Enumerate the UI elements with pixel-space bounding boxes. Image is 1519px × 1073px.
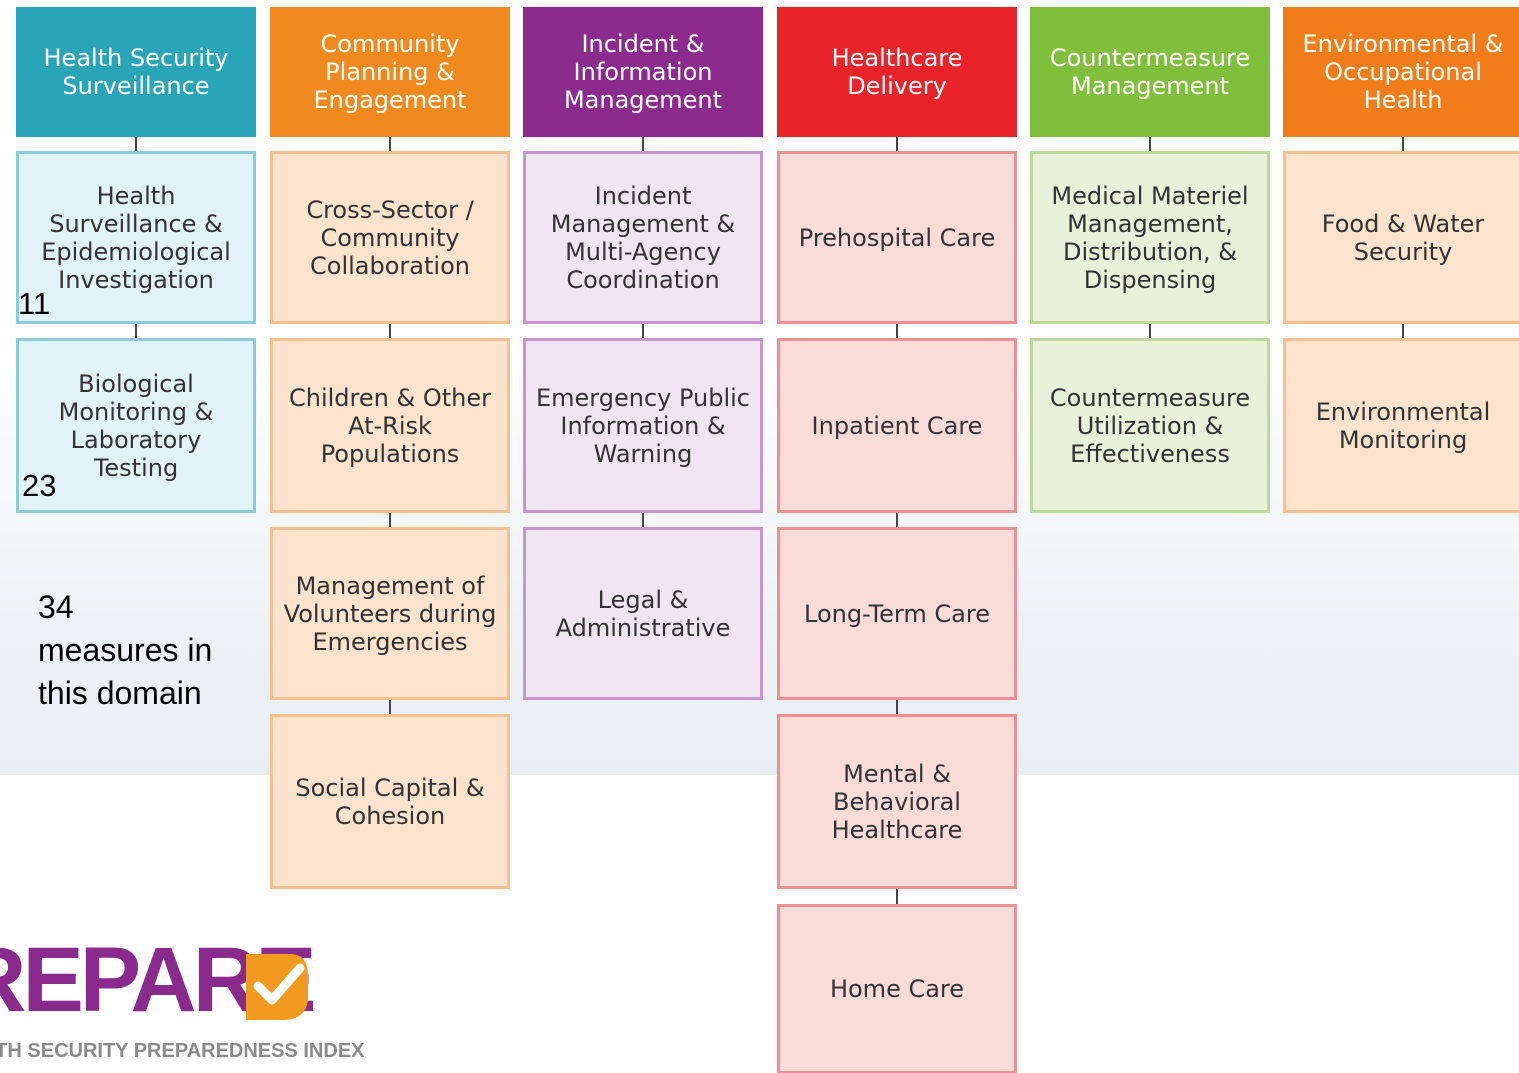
capability-box: Cross-Sector / Community Collaboration — [270, 151, 510, 324]
capability-box: Incident Management & Multi-Agency Coord… — [523, 151, 763, 324]
connector-line — [135, 137, 137, 151]
connector-line — [1402, 137, 1404, 151]
connector-line — [896, 137, 898, 151]
connector-line — [642, 137, 644, 151]
connector-line — [896, 700, 898, 714]
capability-box: Legal & Administrative — [523, 527, 763, 700]
domain-measures-note: 34 measures in this domain — [38, 589, 213, 711]
domain-header: Environmental & Occupational Health — [1283, 7, 1519, 137]
domain-header: Incident & Information Management — [523, 7, 763, 137]
domain-header: Community Planning & Engagement — [270, 7, 510, 137]
connector-line — [389, 513, 391, 527]
domain-header: Countermeasure Management — [1030, 7, 1270, 137]
logo-tagline: ALTH SECURITY PREPAREDNESS INDEX — [0, 1040, 365, 1062]
connector-line — [642, 324, 644, 338]
capability-box: Food & Water Security — [1283, 151, 1519, 324]
connector-line — [896, 324, 898, 338]
capability-box: Mental & Behavioral Healthcare — [777, 714, 1017, 889]
capability-box: Social Capital & Cohesion — [270, 714, 510, 889]
capability-box: Biological Monitoring & Laboratory Testi… — [16, 338, 256, 513]
domain-header: Healthcare Delivery — [777, 7, 1017, 137]
connector-line — [1149, 324, 1151, 338]
capability-box: Environmental Monitoring — [1283, 338, 1519, 513]
measure-count-surveillance: 11 — [18, 286, 51, 321]
capability-box: Inpatient Care — [777, 338, 1017, 513]
domain-header: Health Security Surveillance — [16, 7, 256, 137]
connector-line — [389, 324, 391, 338]
capability-box: Management of Volunteers during Emergenc… — [270, 527, 510, 700]
capability-box: Long-Term Care — [777, 527, 1017, 700]
check-mark-icon — [246, 954, 308, 1020]
capability-box: Medical Materiel Management, Distributio… — [1030, 151, 1270, 324]
connector-line — [389, 700, 391, 714]
capability-box: Countermeasure Utilization & Effectivene… — [1030, 338, 1270, 513]
connector-line — [896, 513, 898, 527]
capability-box: Children & Other At-Risk Populations — [270, 338, 510, 513]
capability-box: Health Surveillance & Epidemiological In… — [16, 151, 256, 324]
prepared-logo: REPARE — [0, 930, 380, 1040]
connector-line — [389, 137, 391, 151]
connector-line — [1402, 324, 1404, 338]
connector-line — [642, 513, 644, 527]
connector-line — [896, 889, 898, 904]
connector-line — [135, 324, 137, 338]
connector-line — [1149, 137, 1151, 151]
measure-count-biomonitoring: 23 — [22, 468, 57, 503]
capability-box: Home Care — [777, 904, 1017, 1073]
capability-box: Emergency Public Information & Warning — [523, 338, 763, 513]
capability-box: Prehospital Care — [777, 151, 1017, 324]
